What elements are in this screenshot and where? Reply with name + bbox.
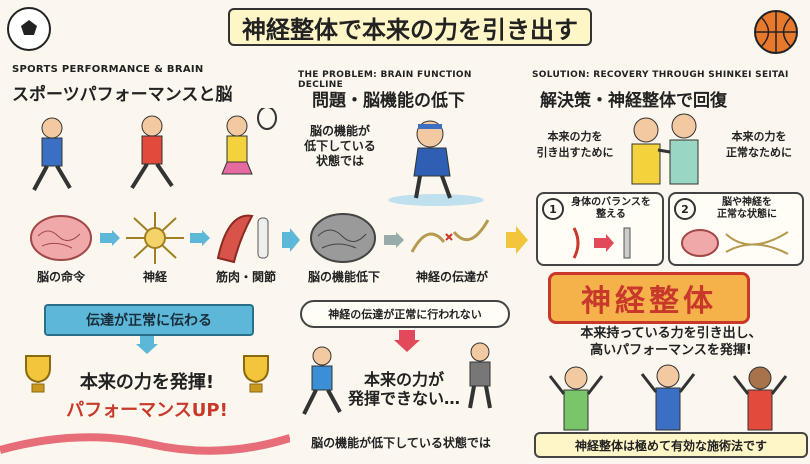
step-2-text: 脳や神経を 正常な状態に: [717, 197, 777, 220]
therapist-patient-illustration: [631, 113, 699, 185]
muscle-joint-icon: [216, 214, 269, 264]
flow-label-nerve: 神経: [142, 270, 167, 284]
right-right-note: 本来の力を 正常なために: [726, 130, 792, 159]
right-left-note: 本来の力を 引き出すために: [536, 130, 614, 159]
nerve-cell-icon: [126, 212, 184, 264]
happy-athletes-illustration: [548, 364, 788, 431]
arrow-down-red-icon: [394, 330, 420, 352]
step-2-box: 2 脳や神経を 正常な状態に: [668, 192, 804, 266]
stumbling-runner-illustration: [302, 346, 342, 415]
brain-nerve-icon: [681, 229, 789, 257]
column-arrow-icon: [506, 226, 528, 254]
tired-athlete-illustration: [388, 120, 484, 206]
trophy-icon: [25, 355, 51, 393]
basketball-icon: [754, 10, 798, 54]
flow-label-muscle: 筋肉・関節: [215, 270, 276, 284]
soccer-ball-icon: [7, 7, 51, 51]
arrow-right-icon: [100, 230, 120, 246]
step-1-text: 身体のバランスを 整える: [571, 197, 651, 220]
right-footer: 神経整体は極めて有効な施術法です: [534, 432, 808, 458]
transmission-band: 伝達が正常に伝わる: [44, 304, 254, 336]
middle-heading: 問題・脳機能の低下: [312, 91, 465, 111]
step-1-number: 1: [542, 198, 564, 220]
middle-eng-heading: THE PROBLEM: BRAIN FUNCTION DECLINE: [298, 70, 472, 90]
left-heading: スポーツパフォーマンスと脳: [12, 85, 233, 105]
ribbon-decoration: [0, 433, 290, 455]
page-title: 神経整体で本来の力を引き出す: [228, 8, 592, 46]
middle-result: 本来の力が 発揮できない…: [347, 370, 460, 409]
right-heading: 解決策・神経整体で回復: [540, 91, 727, 111]
middle-flow-label-1: 脳の機能低下: [307, 270, 380, 284]
arrow-right-icon: [384, 232, 404, 248]
trophy-icon: [243, 355, 269, 393]
spine-icon: [572, 227, 631, 259]
column-arrow-icon: [282, 228, 300, 252]
step-1-box: 1 身体のバランスを 整える: [536, 192, 664, 266]
arrow-down-icon: [136, 336, 158, 354]
brain-icon: [30, 215, 92, 261]
transmission-fail-band: 神経の伝達が正常に行われない: [300, 300, 510, 328]
broken-nerve-icon: [410, 219, 490, 253]
middle-state-text: 脳の機能が 低下している 状態では: [304, 124, 376, 168]
gray-brain-icon: [310, 213, 376, 263]
step-2-number: 2: [674, 198, 696, 220]
athletes-illustration: [32, 108, 277, 191]
middle-flow-label-2: 神経の伝達が: [415, 270, 488, 284]
flow-label-brain: 脳の命令: [36, 270, 85, 284]
tired-player-illustration: [468, 342, 492, 409]
middle-footer: 脳の機能が低下している状態では: [311, 436, 491, 450]
left-eng-heading: SPORTS PERFORMANCE & BRAIN: [12, 64, 204, 75]
right-eng-heading: SOLUTION: RECOVERY THROUGH SHINKEI SEITA…: [532, 70, 789, 80]
right-result: 本来持っている力を引き出し、 高いパフォーマンスを発揮!: [580, 326, 762, 358]
arrow-right-icon: [190, 230, 210, 246]
left-result-1: 本来の力を発揮!: [79, 372, 215, 393]
seitai-banner: 神経整体: [548, 272, 750, 324]
left-result-2: パフォーマンスUP!: [66, 400, 228, 421]
